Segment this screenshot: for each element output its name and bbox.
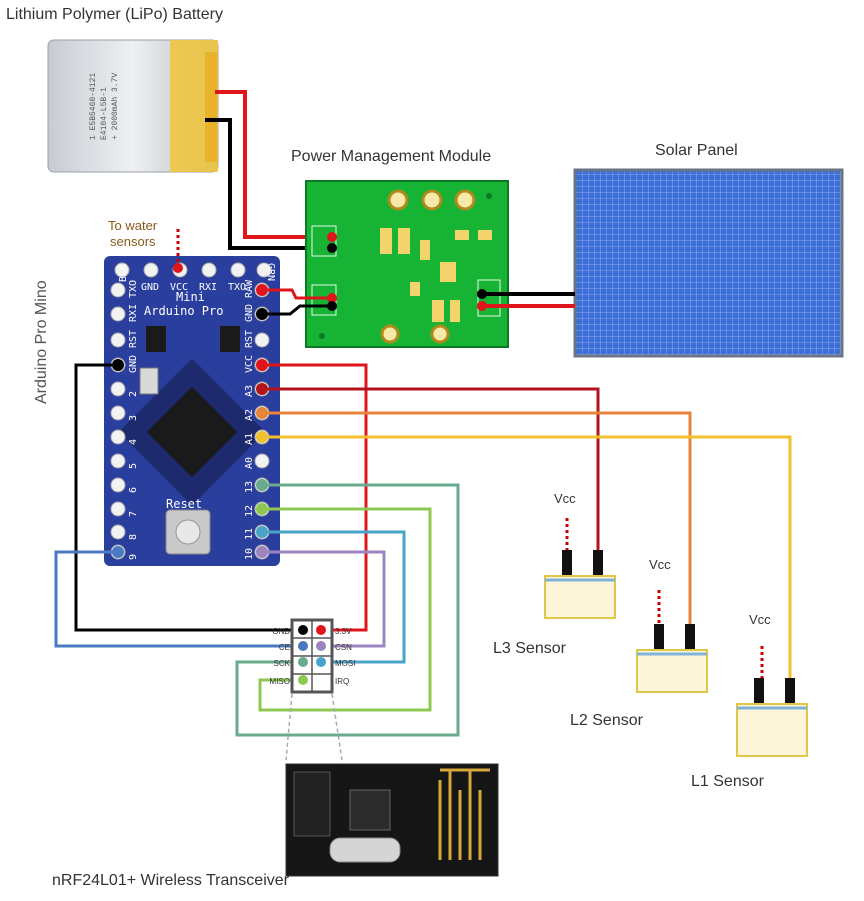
pin-top-txo: TXO [228, 282, 246, 293]
pin-left-rst: RST [128, 330, 139, 348]
wire-vcc-to-nrf [262, 363, 368, 632]
pin-top-vcc: VCC [170, 282, 188, 293]
board-reset: Reset [166, 497, 202, 511]
l2-sensor [636, 590, 708, 693]
water-sensors-line1: To water [108, 218, 158, 233]
pin-right-rst: RST [244, 330, 255, 348]
battery-black-wire [205, 118, 330, 250]
wire-12-miso [258, 507, 432, 712]
wire-13-sck [235, 483, 460, 737]
arduino-gnd-wire [262, 304, 332, 316]
l3-sensor [544, 518, 616, 619]
l2-sensor-label: L2 Sensor [570, 712, 643, 729]
pin-left-6: 6 [128, 487, 139, 493]
pin-right-13: 13 [244, 481, 255, 493]
pin-top-blk: BLK [118, 264, 129, 282]
pin-left-rxi: RXI [128, 304, 139, 322]
wire-10-csn [262, 550, 386, 648]
l3-sensor-label: L3 Sensor [493, 640, 566, 657]
arduino-board [104, 256, 280, 566]
battery-title: Lithium Polymer (LiPo) Battery [6, 6, 223, 23]
pin-left-9: 9 [128, 554, 139, 560]
nrf-irq-label: IRQ [335, 677, 349, 686]
pin-right-vcc: VCC [244, 355, 255, 373]
pin-right-a0: A0 [244, 457, 255, 469]
power-module-title: Power Management Module [291, 148, 492, 165]
pin-right-10: 10 [244, 548, 255, 560]
pin-left-txo: TXO [128, 280, 139, 298]
pin-right-12: 12 [244, 505, 255, 517]
pin-left-7: 7 [128, 511, 139, 517]
l2-vcc-label: Vcc [649, 557, 671, 572]
l1-vcc-label: Vcc [749, 612, 771, 627]
water-sensors-line2: sensors [110, 234, 156, 249]
board-title-mini: Mini [176, 290, 205, 304]
solar-panel [573, 168, 844, 358]
l1-sensor-label: L1 Sensor [691, 773, 764, 790]
arduino-title: Arduino Pro Mino [33, 280, 50, 404]
l3-vcc-label: Vcc [554, 491, 576, 506]
pin-left-3: 3 [128, 415, 139, 421]
board-title-pro: Arduino Pro [144, 304, 223, 318]
pin-top-rxi: RXI [199, 282, 217, 293]
nrf-sck-label: SCK [274, 659, 291, 668]
wire-9-ce [54, 550, 303, 648]
solar-panel-title: Solar Panel [655, 142, 738, 159]
nrf-mosi-label: MOSI [335, 659, 355, 668]
battery-label-2: E4104-L5B-1 [100, 87, 109, 140]
nrf-ce-label: CE [279, 643, 290, 652]
nrf-leader-right [331, 693, 343, 761]
pin-left-8: 8 [128, 534, 139, 540]
battery-label-1: 1 E5B5460-4121 [89, 73, 98, 140]
wire-gnd-nrf [74, 363, 303, 632]
wire-a2-l2 [262, 411, 692, 628]
pin-right-a1: A1 [244, 433, 255, 445]
pin-left-5: 5 [128, 463, 139, 469]
nrf-gnd-label: GND [272, 627, 290, 636]
battery-red-wire [215, 90, 330, 239]
arduino-raw-wire [262, 288, 332, 300]
nrf-miso-label: MISO [270, 677, 290, 686]
pin-left-gnd: GND [128, 355, 139, 373]
wire-11-mosi [262, 530, 406, 664]
pin-right-gnd: GND [244, 304, 255, 322]
pin-left-2: 2 [128, 391, 139, 397]
l1-sensor [736, 646, 808, 757]
transceiver-title: nRF24L01+ Wireless Transceiver [52, 872, 289, 889]
pin-top-gnd: GND [141, 282, 159, 293]
power-management-board [305, 180, 509, 348]
pin-right-a2: A2 [244, 409, 255, 421]
nrf-leader-left [285, 693, 293, 761]
lipo-battery: 1 E5B5460-4121 E4104-L5B-1 + 2000mAh 3.7… [47, 39, 219, 173]
nrf-33v-label: 3.3V [335, 627, 352, 636]
nrf-header [290, 618, 334, 694]
wire-a1-l1 [262, 435, 792, 682]
pin-right-raw: RAW [244, 279, 255, 298]
wire-a3-l3 [262, 387, 600, 555]
nrf-module [285, 763, 499, 877]
pin-top-grn: GRN [265, 263, 276, 281]
battery-label-3: + 2000mAh 3.7V [111, 73, 120, 140]
nrf-csn-label: CSN [335, 643, 352, 652]
pin-right-11: 11 [244, 528, 255, 540]
pin-right-a3: A3 [244, 385, 255, 397]
pin-left-4: 4 [128, 439, 139, 445]
